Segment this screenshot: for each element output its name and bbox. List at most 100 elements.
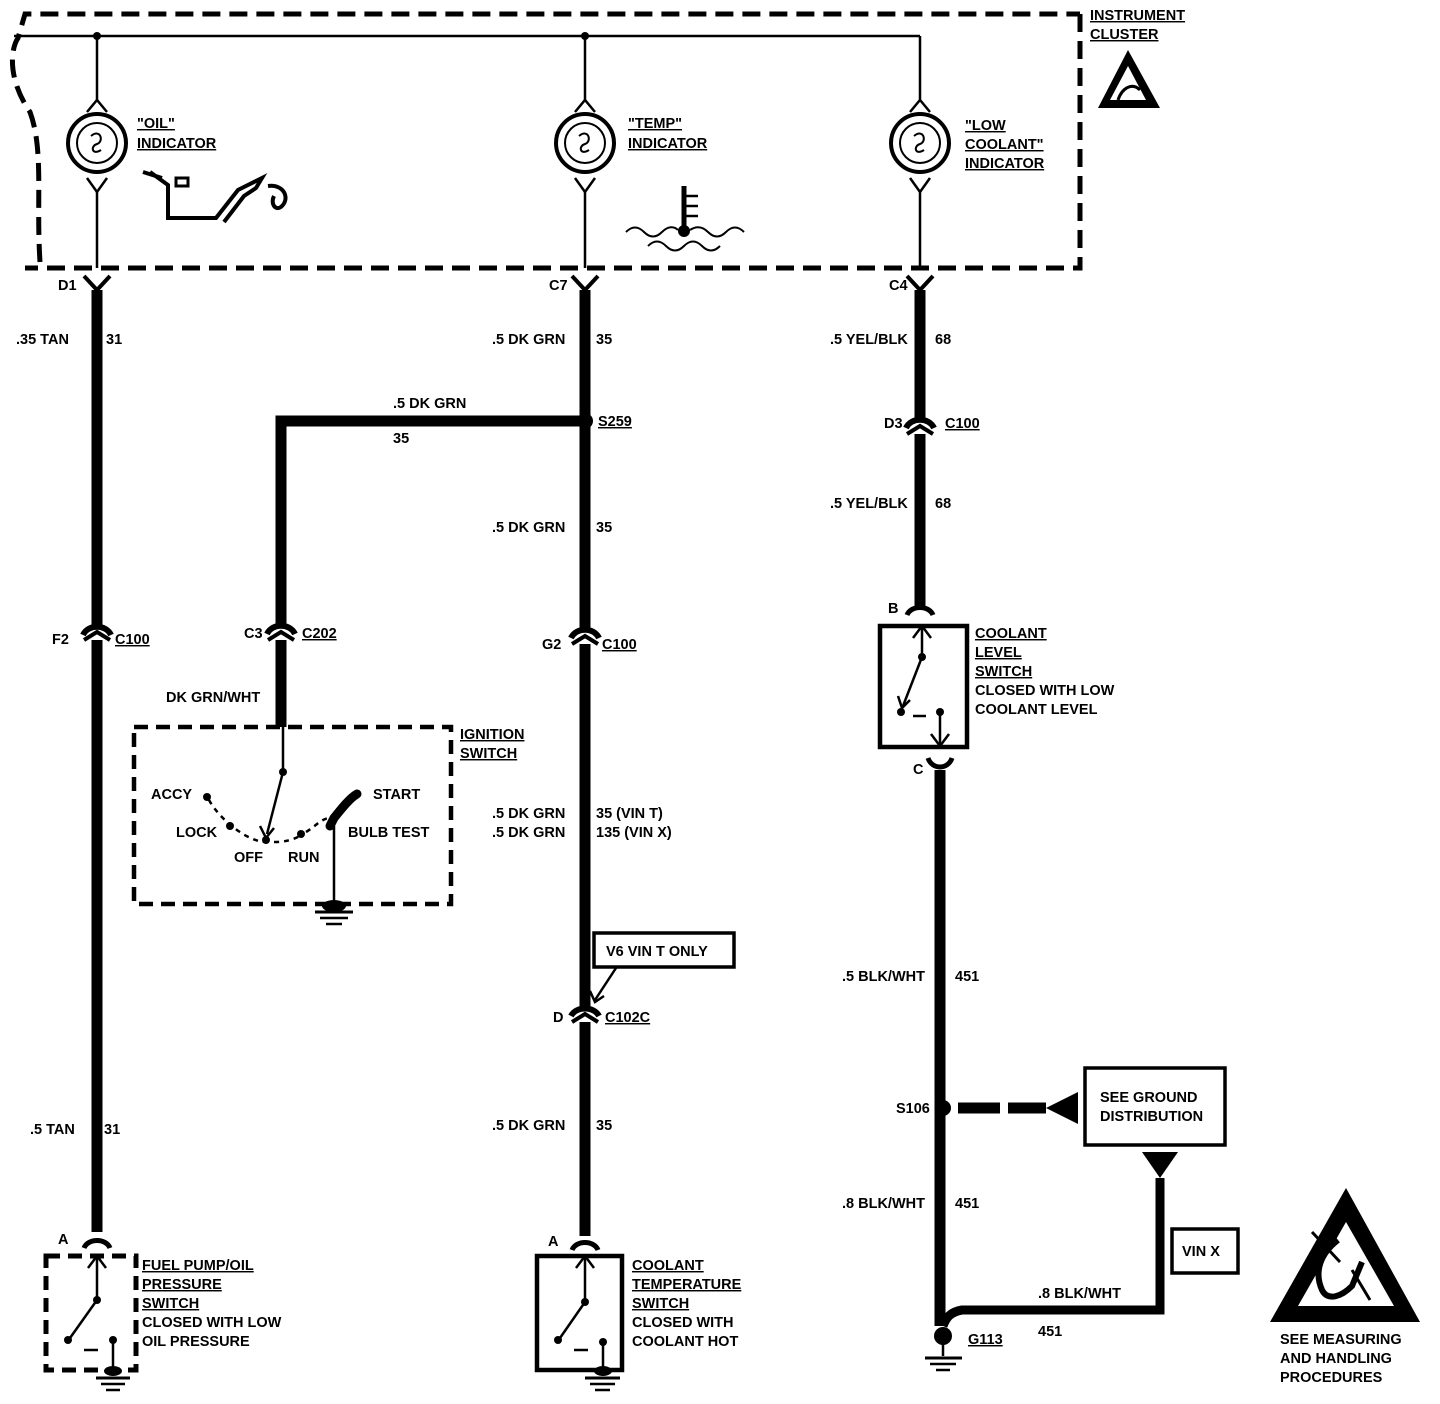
oil-switch-label-2: PRESSURE <box>142 1277 222 1293</box>
wire-gauge-coolant-upper: .5 YEL/BLK <box>830 332 908 348</box>
instrument-cluster-boundary <box>9 11 1083 271</box>
coolant-level-switch-label-1: COOLANT <box>975 626 1047 642</box>
connector-c100-g2: C100 <box>602 637 637 653</box>
wire-circuit-oil-lower: 31 <box>104 1122 120 1138</box>
splice-s259: S259 <box>598 414 632 430</box>
wire-circuit-gnd-upper: 451 <box>955 969 979 985</box>
esd-warning-icon <box>1098 50 1160 108</box>
wire-circuit-temp-lower: 35 <box>596 1118 612 1134</box>
wire-gauge-temp-mid: .5 DK GRN <box>492 520 565 536</box>
wire-gauge-oil-lower: .5 TAN <box>30 1122 75 1138</box>
see-ground-line-1: SEE GROUND <box>1100 1090 1198 1106</box>
v6-vin-t-note-box <box>592 931 736 969</box>
ign-pos-accy: ACCY <box>151 787 192 803</box>
coolant-temp-switch-label-2: TEMPERATURE <box>632 1277 742 1293</box>
oil-indicator-label-2: INDICATOR <box>137 136 217 152</box>
low-coolant-circuit: C4 .5 YEL/BLK 68 D3 C100 .5 YEL/BLK 68 B… <box>830 274 1240 1372</box>
low-coolant-label-2: COOLANT" <box>965 137 1044 153</box>
oil-switch-label-5: OIL PRESSURE <box>142 1334 250 1350</box>
coolant-temp-switch-label-3: SWITCH <box>632 1296 689 1312</box>
ignition-switch-title-2: SWITCH <box>460 746 517 762</box>
wire-gauge-gnd-upper: .5 BLK/WHT <box>842 969 925 985</box>
ground-symbol-icon <box>925 1356 962 1372</box>
wire-gauge-coolant-mid: .5 YEL/BLK <box>830 496 908 512</box>
connector-c202: C202 <box>302 626 337 642</box>
pin-c3: C3 <box>244 626 263 642</box>
vin-x-note: VIN X <box>1182 1244 1220 1260</box>
temp-indicator: "TEMP" INDICATOR <box>554 98 745 268</box>
ign-pos-lock: LOCK <box>176 825 218 841</box>
pin-c7: C7 <box>549 278 568 294</box>
pin-d: D <box>553 1010 563 1026</box>
oil-can-icon <box>142 170 288 224</box>
temp-indicator-label-1: "TEMP" <box>628 116 682 132</box>
wire-circuit-temp-upper: 35 <box>596 332 612 348</box>
esd-line-1: SEE MEASURING <box>1280 1332 1402 1348</box>
oil-switch-label-1: FUEL PUMP/OIL <box>142 1258 254 1274</box>
coolant-temp-switch-label-5: COOLANT HOT <box>632 1334 738 1350</box>
oil-indicator: "OIL" INDICATOR <box>66 98 288 268</box>
oil-circuit: D1 .35 TAN 31 F2 C100 .5 TAN 31 A FUEL P… <box>16 274 282 1392</box>
esd-line-2: AND HANDLING <box>1280 1351 1392 1367</box>
pin-f2: F2 <box>52 632 69 648</box>
v6-vin-t-note: V6 VIN T ONLY <box>606 944 708 960</box>
coolant-level-switch-label-4: CLOSED WITH LOW <box>975 683 1115 699</box>
wire-gauge-temp-vin-x: .5 DK GRN <box>492 825 565 841</box>
wire-gauge-temp-branch: .5 DK GRN <box>393 396 466 412</box>
wire-circuit-temp-vin-t: 35 (VIN T) <box>596 806 663 822</box>
connector-c100-d3: C100 <box>945 416 980 432</box>
see-ground-line-2: DISTRIBUTION <box>1100 1109 1203 1125</box>
oil-indicator-label-1: "OIL" <box>137 116 175 132</box>
splice-s106: S106 <box>896 1101 930 1117</box>
ground-symbol-icon <box>315 900 353 926</box>
wire-circuit-gnd-lower: 451 <box>955 1196 979 1212</box>
pin-d3: D3 <box>884 416 903 432</box>
wire-circuit-oil-upper: 31 <box>106 332 122 348</box>
instrument-cluster: INSTRUMENT CLUSTER <box>9 8 1185 271</box>
connector-c102c: C102C <box>605 1010 651 1026</box>
wire-gauge-temp-upper: .5 DK GRN <box>492 332 565 348</box>
oil-switch-label-3: SWITCH <box>142 1296 199 1312</box>
ignition-switch: IGNITION SWITCH ACCY LOCK OFF RUN START … <box>131 724 524 926</box>
esd-warning-large: SEE MEASURING AND HANDLING PROCEDURES <box>1270 1188 1420 1386</box>
coolant-level-switch: COOLANT LEVEL SWITCH CLOSED WITH LOW COO… <box>877 623 1115 750</box>
thermometer-icon <box>625 186 745 252</box>
pin-c: C <box>913 762 924 778</box>
ign-pos-off: OFF <box>234 850 263 866</box>
splice-s106-dot <box>935 1100 951 1116</box>
ground-g113: G113 <box>968 1332 1003 1348</box>
wire-circuit-gnd-vinx: 451 <box>1038 1324 1062 1340</box>
coolant-level-switch-label-5: COOLANT LEVEL <box>975 702 1098 718</box>
wire-gauge-temp-lower: .5 DK GRN <box>492 1118 565 1134</box>
coolant-temperature-switch: COOLANT TEMPERATURE SWITCH CLOSED WITH C… <box>534 1253 742 1392</box>
wire-gauge-gnd-lower: .8 BLK/WHT <box>842 1196 925 1212</box>
wire-circuit-temp-branch: 35 <box>393 431 409 447</box>
ign-pos-start: START <box>373 787 420 803</box>
wire-circuit-temp-vin-x: 135 (VIN X) <box>596 825 672 841</box>
instrument-cluster-title-1: INSTRUMENT <box>1090 8 1185 24</box>
ground-symbol-icon <box>585 1366 620 1392</box>
see-ground-distribution-box <box>1083 1066 1227 1147</box>
oil-switch-label-4: CLOSED WITH LOW <box>142 1315 282 1331</box>
connector-c100-f2: C100 <box>115 632 150 648</box>
instrument-cluster-title-2: CLUSTER <box>1090 27 1159 43</box>
pin-c4: C4 <box>889 278 908 294</box>
coolant-level-switch-label-2: LEVEL <box>975 645 1022 661</box>
temp-indicator-label-2: INDICATOR <box>628 136 708 152</box>
pin-b: B <box>888 601 898 617</box>
wire-circuit-coolant-upper: 68 <box>935 332 951 348</box>
temp-circuit: S259 .5 DK GRN 35 C7 .5 DK GRN 35 .5 DK … <box>275 274 742 1392</box>
esd-line-3: PROCEDURES <box>1280 1370 1383 1386</box>
wire-circuit-coolant-mid: 68 <box>935 496 951 512</box>
wire-gauge-oil-upper: .35 TAN <box>16 332 69 348</box>
esd-warning-icon <box>1270 1188 1420 1322</box>
low-coolant-indicator: "LOW COOLANT" INDICATOR <box>889 98 1045 268</box>
coolant-level-switch-label-3: SWITCH <box>975 664 1032 680</box>
ignition-switch-title-1: IGNITION <box>460 727 524 743</box>
vin-x-note-box <box>1170 1227 1240 1275</box>
wire-gauge-temp-vin-t: .5 DK GRN <box>492 806 565 822</box>
ign-pos-run: RUN <box>288 850 319 866</box>
wire-gauge-gnd-vinx: .8 BLK/WHT <box>1038 1286 1121 1302</box>
pin-g2: G2 <box>542 637 561 653</box>
